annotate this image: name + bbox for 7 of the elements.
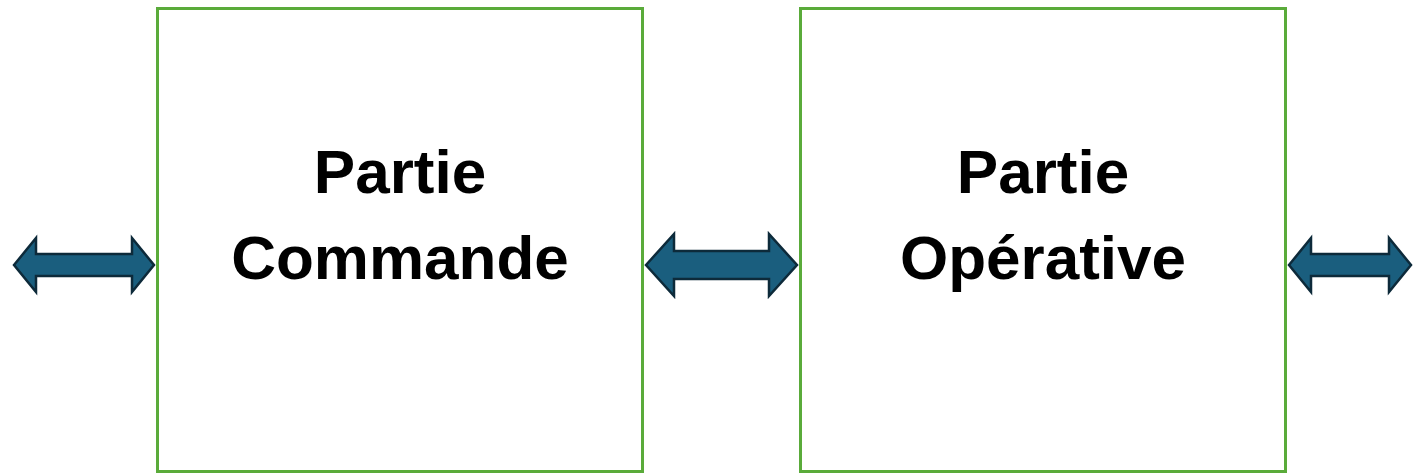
process-box bbox=[156, 7, 644, 473]
double-arrow bbox=[644, 230, 799, 300]
box-label: Partie Commande bbox=[230, 136, 570, 294]
box-label: Partie Opérative bbox=[899, 136, 1187, 294]
process-box bbox=[799, 7, 1287, 473]
double-arrow bbox=[12, 234, 156, 296]
double-arrow bbox=[1287, 234, 1413, 296]
